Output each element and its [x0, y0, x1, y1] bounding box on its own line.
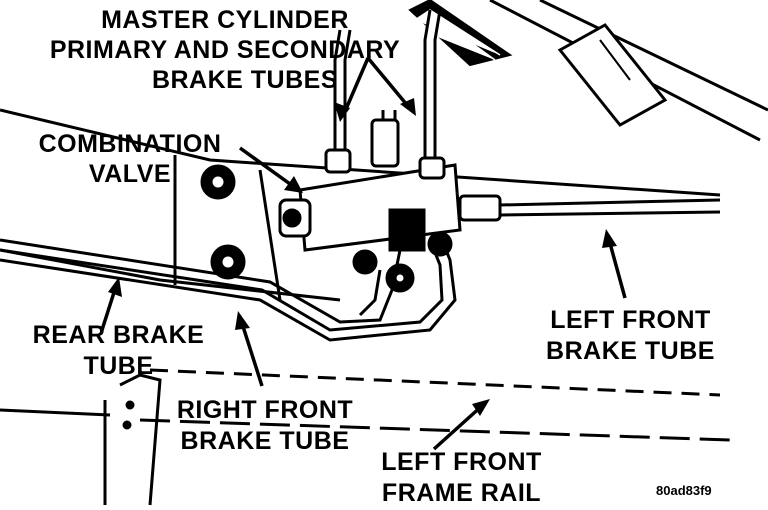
label-left-front-brake-tube: LEFT FRONT BRAKE TUBE: [533, 308, 728, 364]
label-left-front-frame-rail-line-1: LEFT FRONT: [381, 448, 542, 476]
label-combination-valve: COMBINATION VALVE: [30, 132, 230, 187]
label-left-front-brake-tube-line-1: LEFT FRONT: [550, 306, 711, 334]
combination-valve-body: [278, 118, 502, 252]
arrow-combination-valve: [238, 146, 299, 191]
arrowhead-combination-valve: [284, 176, 303, 193]
arrow-left-front-frame-rail: [432, 402, 486, 451]
arrowhead-left-front-brake-tube: [602, 229, 617, 248]
label-left-front-frame-rail-line-2: FRAME RAIL: [381, 479, 542, 507]
label-left-front-frame-rail: LEFT FRONT FRAME RAIL: [364, 450, 559, 506]
arrowhead-right-front-brake-tube: [235, 311, 250, 330]
arrow-heads: [108, 98, 617, 416]
lower-fittings: [352, 231, 453, 293]
label-rear-brake-tube: REAR BRAKE TUBE: [26, 323, 211, 379]
left-front-brake-tube-line: [499, 198, 721, 217]
label-master-cylinder-brake-tubes: MASTER CYLINDER PRIMARY AND SECONDARY BR…: [30, 8, 420, 93]
label-right-front-brake-tube-line-2: BRAKE TUBE: [180, 427, 350, 455]
arrowhead-master-cylinder-right: [400, 98, 416, 116]
arrowhead-master-cylinder-left: [334, 102, 350, 122]
label-combination-valve-line-1: COMBINATION: [38, 130, 222, 158]
leader-arrows: [100, 56, 627, 451]
label-right-front-brake-tube: RIGHT FRONT BRAKE TUBE: [165, 398, 365, 454]
label-rear-brake-tube-line-2: TUBE: [83, 352, 154, 380]
arrowhead-rear-brake-tube: [108, 277, 122, 297]
label-master-cylinder-line-2: PRIMARY AND SECONDARY: [49, 36, 401, 64]
label-rear-brake-tube-line-1: REAR BRAKE: [32, 321, 205, 349]
figure-code: 80ad83f9: [656, 483, 712, 498]
label-left-front-brake-tube-line-2: BRAKE TUBE: [546, 337, 715, 365]
label-master-cylinder-line-1: MASTER CYLINDER: [101, 6, 349, 34]
frame-rail: [0, 368, 731, 506]
label-right-front-brake-tube-line-1: RIGHT FRONT: [176, 396, 354, 424]
label-master-cylinder-line-3: BRAKE TUBES: [151, 66, 339, 94]
panel-bolts: [200, 164, 246, 280]
upper-hose: [408, 0, 768, 142]
label-combination-valve-line-2: VALVE: [88, 160, 172, 188]
arrowhead-left-front-frame-rail: [472, 399, 490, 416]
body-panel: [0, 108, 721, 302]
arrow-master-cylinder-left: [341, 57, 370, 117]
